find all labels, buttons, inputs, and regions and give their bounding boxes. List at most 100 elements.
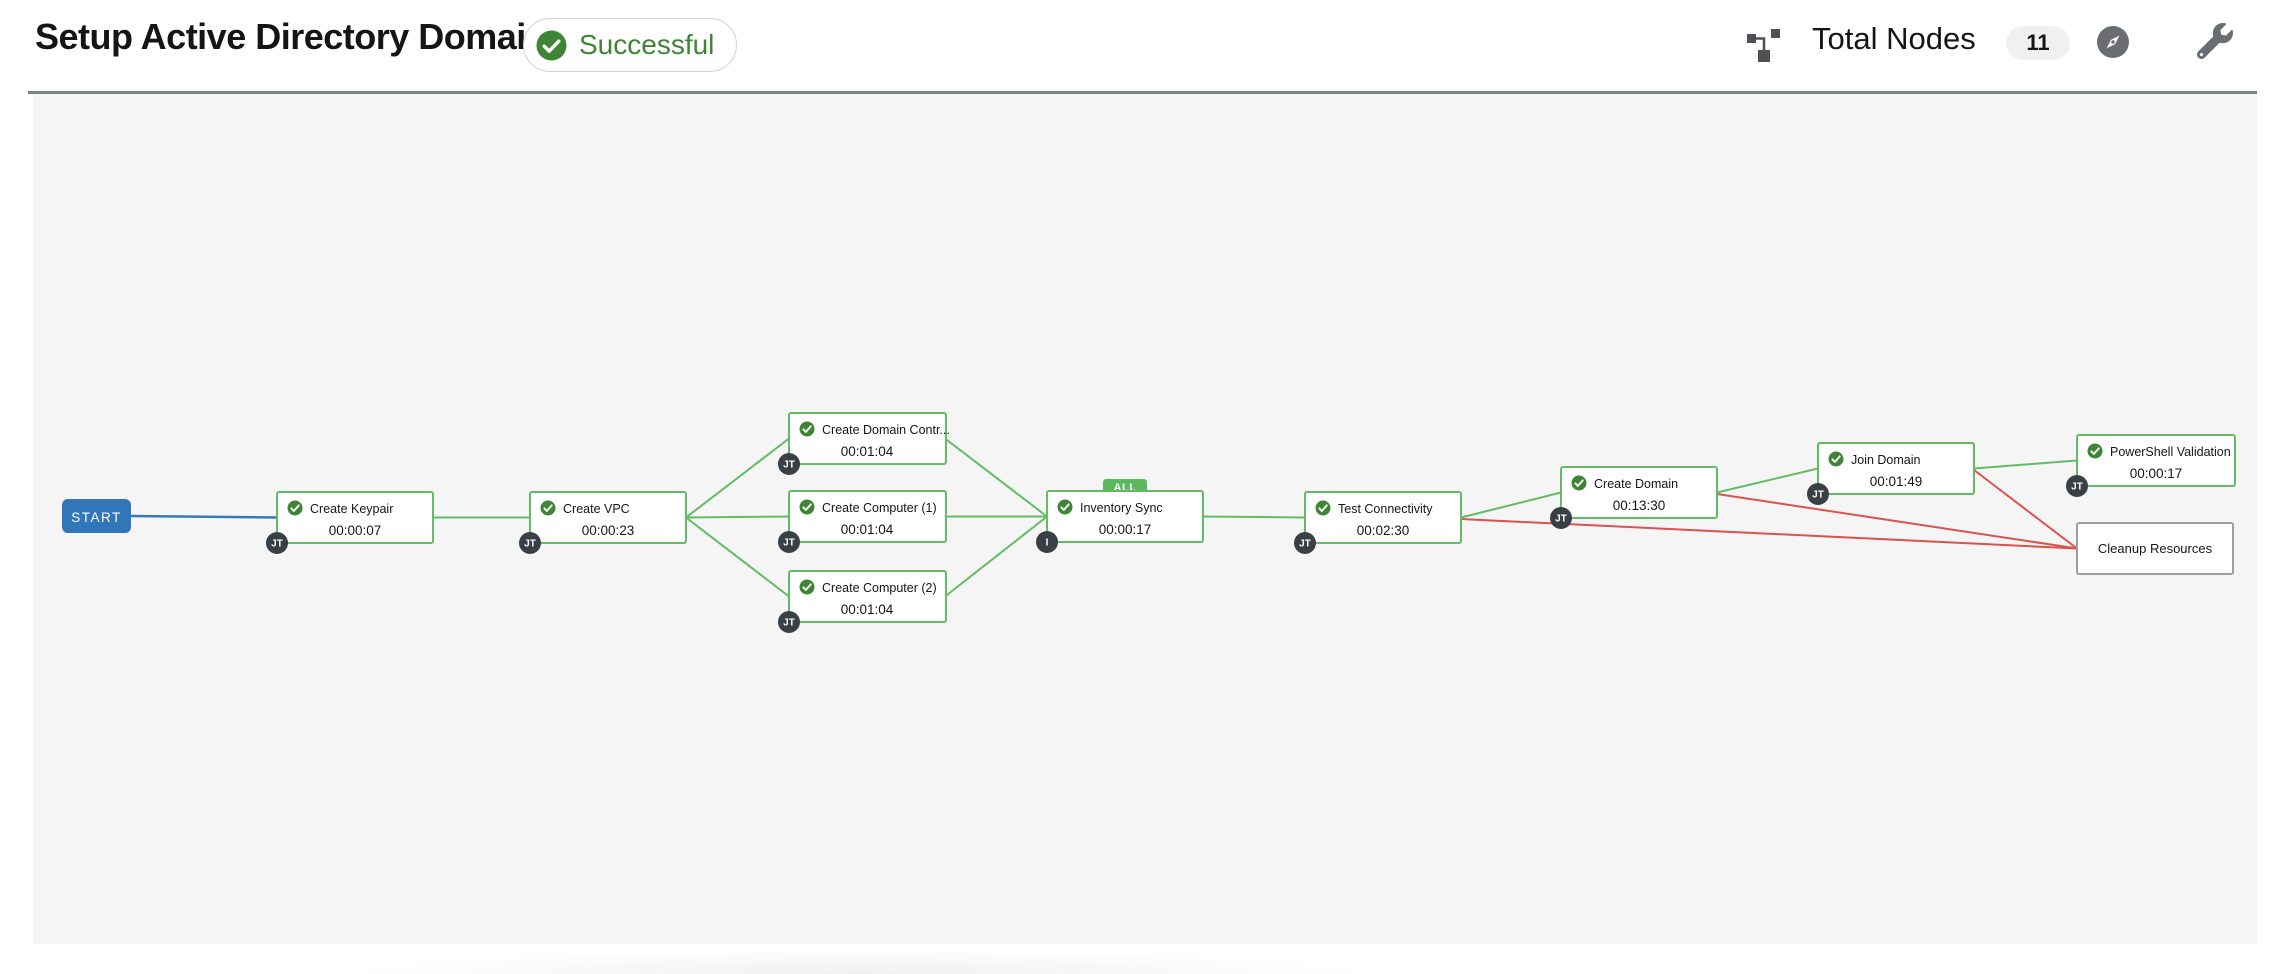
node-elapsed-time: 00:01:04 — [841, 444, 894, 459]
edge-create-domain-contr-to-inventory-sync — [944, 437, 1048, 518]
node-elapsed-time: 00:00:17 — [1099, 522, 1152, 537]
total-nodes-count-badge: 11 — [2006, 26, 2070, 60]
job-template-badge-label: JT — [783, 538, 795, 549]
sitemap-icon — [1747, 29, 1780, 62]
node-label: Create Computer (1) — [822, 501, 937, 515]
node-label: PowerShell Validation — [2110, 445, 2231, 459]
edge-create-vpc-to-create-domain-contr — [685, 437, 790, 519]
node-box — [1304, 491, 1462, 544]
job-template-badge-label: JT — [524, 539, 536, 550]
job-template-badge — [778, 531, 800, 553]
node-success-icon — [1570, 474, 1588, 492]
start-node-label: START — [71, 510, 122, 525]
workflow-node-join-domain[interactable]: Join Domain 00:01:49 JT — [1807, 442, 1975, 505]
node-label: Create Domain — [1594, 477, 1678, 491]
status-badge-label: Successful — [579, 29, 715, 60]
job-template-badge — [519, 532, 541, 554]
node-box — [2076, 434, 2236, 487]
node-label: Create Keypair — [310, 502, 393, 516]
node-box — [2076, 522, 2234, 575]
workflow-node-create-keypair[interactable]: Create Keypair 00:00:07 JT — [266, 491, 434, 554]
compass-icon — [2097, 26, 2129, 58]
page-title: Setup Active Directory Domain — [35, 16, 548, 57]
workflow-diagram: START Create Keypair 00:00:07 JT Create … — [62, 412, 2236, 633]
node-elapsed-time: 00:01:04 — [841, 602, 894, 617]
workflow-node-create-computer-2[interactable]: Create Computer (2) 00:01:04 JT — [778, 570, 947, 633]
node-box — [1046, 490, 1204, 543]
tools-button[interactable] — [2196, 23, 2233, 62]
workflow-node-powershell-validation[interactable]: PowerShell Validation 00:00:17 JT — [2066, 434, 2236, 497]
node-box — [788, 412, 947, 465]
job-template-badge — [2066, 475, 2088, 497]
wrench-icon — [2196, 23, 2233, 60]
status-badge: Successful — [523, 18, 738, 72]
edge-create-vpc-to-create-computer-1 — [685, 515, 790, 519]
edge-create-domain-to-join-domain — [1716, 467, 1819, 494]
start-node-box — [62, 499, 131, 533]
node-label: Join Domain — [1851, 453, 1921, 467]
node-box — [1560, 466, 1718, 519]
node-success-icon — [798, 578, 816, 596]
node-box — [788, 490, 947, 543]
node-box — [1817, 442, 1975, 495]
node-elapsed-time: 00:01:04 — [841, 522, 894, 537]
node-success-icon — [1827, 450, 1845, 468]
job-template-badge-label: JT — [2071, 482, 2083, 493]
job-template-badge — [1550, 507, 1572, 529]
job-template-badge — [778, 453, 800, 475]
workflow-node-test-connectivity[interactable]: Test Connectivity 00:02:30 JT — [1294, 491, 1462, 554]
compass-legend-button[interactable] — [2096, 25, 2130, 62]
inventory-source-badge — [1036, 531, 1058, 553]
edge-start-to-create-keypair — [130, 514, 278, 519]
workflow-node-inventory-sync[interactable]: ALL Inventory Sync 00:00:17 I — [1036, 479, 1204, 553]
edge-inventory-sync-to-test-connectivity — [1202, 515, 1306, 519]
node-label: Inventory Sync — [1080, 501, 1163, 515]
header-divider — [28, 91, 2257, 94]
node-success-icon — [798, 498, 816, 516]
job-template-badge-label: JT — [1555, 514, 1567, 525]
node-label: Cleanup Resources — [2098, 541, 2213, 556]
node-success-icon — [539, 499, 557, 517]
workflow-node-cleanup-resources[interactable]: Cleanup Resources — [2076, 522, 2234, 575]
edge-create-domain-to-cleanup-resources — [1716, 493, 2078, 550]
node-box — [276, 491, 434, 544]
job-template-badge — [1294, 532, 1316, 554]
job-template-badge-label: JT — [271, 539, 283, 550]
node-label: Create VPC — [563, 502, 630, 516]
node-success-icon — [798, 420, 816, 438]
edge-create-vpc-to-create-computer-2 — [685, 516, 790, 598]
node-elapsed-time: 00:13:30 — [1613, 498, 1666, 513]
node-label: Test Connectivity — [1338, 502, 1433, 516]
node-box — [529, 491, 687, 544]
node-success-icon — [2086, 442, 2104, 460]
success-check-icon — [536, 30, 567, 60]
workflow-start-node: START — [62, 499, 131, 533]
job-template-badge-label: JT — [1299, 539, 1311, 550]
edge-create-computer-2-to-inventory-sync — [944, 515, 1048, 598]
job-template-badge — [1807, 483, 1829, 505]
edge-test-connectivity-to-create-domain — [1460, 491, 1562, 519]
job-template-badge — [778, 611, 800, 633]
node-success-icon — [1056, 498, 1074, 516]
node-elapsed-time: 00:02:30 — [1357, 523, 1410, 538]
job-template-badge-label: JT — [1812, 490, 1824, 501]
workflow-node-create-domain[interactable]: Create Domain 00:13:30 JT — [1550, 466, 1718, 529]
edge-join-domain-to-powershell-validation — [1973, 459, 2078, 470]
node-elapsed-time: 00:00:07 — [329, 523, 382, 538]
node-label: Create Computer (2) — [822, 581, 937, 595]
node-elapsed-time: 00:00:23 — [582, 523, 635, 538]
workflow-canvas[interactable]: START Create Keypair 00:00:07 JT Create … — [33, 94, 2257, 944]
edge-join-domain-to-cleanup-resources — [1973, 469, 2078, 550]
node-elapsed-time: 00:01:49 — [1870, 474, 1923, 489]
total-nodes-label: Total Nodes — [1812, 21, 1976, 56]
node-success-icon — [1314, 499, 1332, 517]
node-elapsed-time: 00:00:17 — [2130, 466, 2183, 481]
workflow-node-create-computer-1[interactable]: Create Computer (1) 00:01:04 JT — [778, 490, 947, 553]
node-label: Create Domain Contr... — [822, 423, 950, 437]
bottom-panel-shadow — [190, 948, 1530, 974]
job-template-badge — [266, 532, 288, 554]
workflow-node-create-vpc[interactable]: Create VPC 00:00:23 JT — [519, 491, 687, 554]
node-success-icon — [286, 499, 304, 517]
workflow-node-create-domain-controller[interactable]: Create Domain Contr... 00:01:04 JT — [778, 412, 950, 475]
job-template-badge-label: JT — [783, 460, 795, 471]
